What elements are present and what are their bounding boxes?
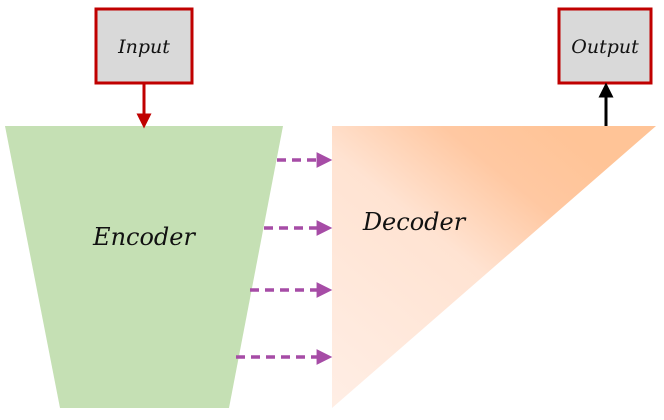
output-box — [557, 7, 653, 85]
encoder-label: Encoder — [92, 223, 196, 251]
input-label: Input — [117, 36, 170, 58]
output-label: Output — [571, 36, 639, 58]
decoder-label: Decoder — [362, 208, 467, 236]
input-box — [94, 7, 194, 85]
encoder-block — [5, 126, 283, 408]
skip-connections — [236, 152, 333, 365]
decoder-block — [332, 126, 656, 408]
